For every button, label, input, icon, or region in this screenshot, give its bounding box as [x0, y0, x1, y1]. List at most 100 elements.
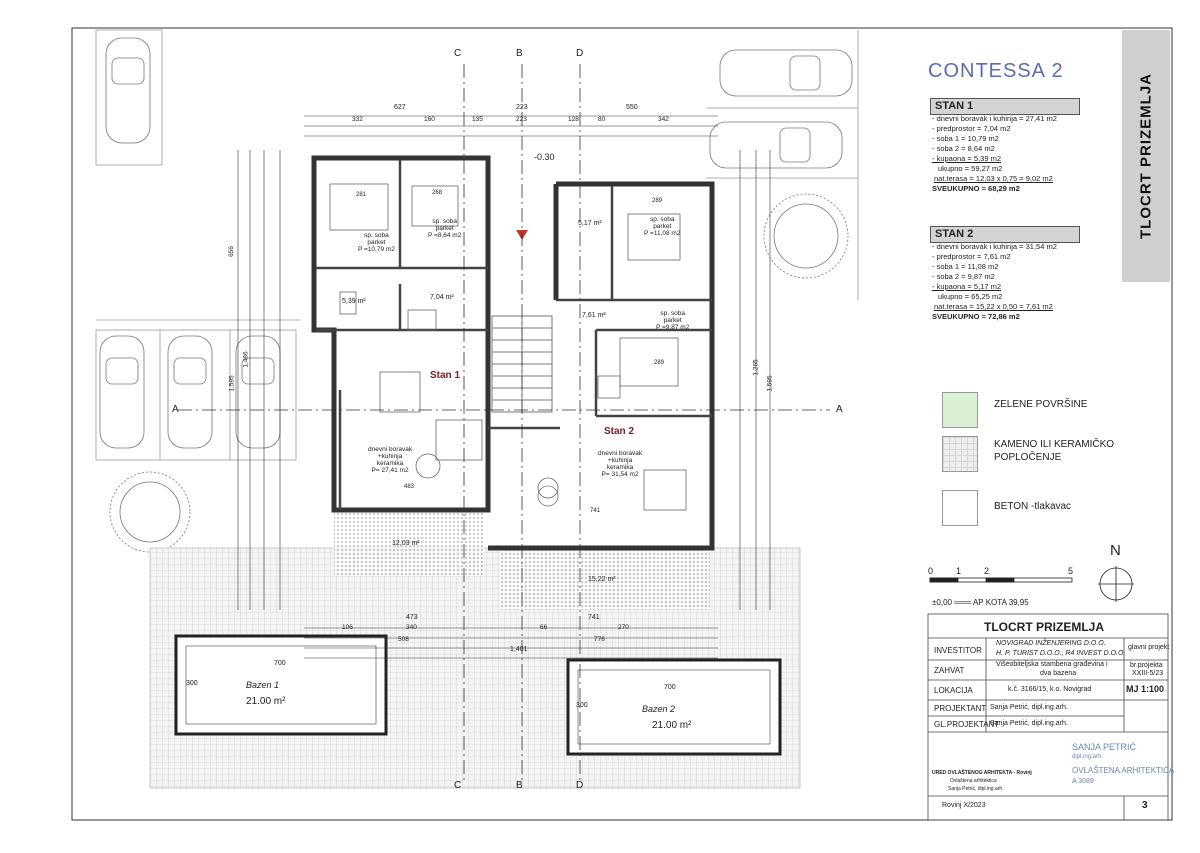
- pool-name: Bazen 1: [246, 680, 280, 690]
- stamp-name: SANJA PETRIĆ: [1072, 742, 1137, 752]
- room-dim: 741: [590, 508, 601, 514]
- tb-value: k.č. 3166/15, k.o. Novigrad: [1008, 686, 1092, 693]
- legend-swatch-green: [942, 392, 978, 428]
- tb-key: LOKACIJA: [934, 686, 973, 695]
- dim-label: 128: [568, 116, 579, 123]
- car-icon: [99, 37, 281, 449]
- ap-kota: ±0,00 ═══ AP KOTA 39,95: [932, 598, 1029, 607]
- car-icon: [709, 49, 853, 169]
- stan1-line: SVEUKUPNO = 68,29 m2: [932, 184, 1020, 193]
- stan2-line: - dnevni boravak i kuhinja = 31,54 m2: [932, 242, 1057, 251]
- area-label: 7,04 m²: [430, 294, 454, 301]
- dim-label: 1,595: [228, 375, 236, 392]
- stan1-line: - kupaona = 5,39 m2: [932, 154, 1002, 163]
- room-area: P =8,64 m2: [428, 232, 462, 239]
- tb-key: INVESTITOR: [934, 646, 982, 655]
- dim-label: 223: [516, 104, 528, 111]
- dim-label: 1,401: [510, 646, 528, 653]
- dim-label: 270: [618, 624, 629, 631]
- stamp-office: Ovlaštena arhitektica: [950, 778, 997, 784]
- tb-value: Višeobiteljska stambena građevina i: [996, 661, 1108, 668]
- dim-label: 508: [398, 636, 409, 643]
- dim-label: 627: [394, 104, 406, 111]
- tb-value: H. P. TURIST D.O.O., R4 INVEST D.O.O.: [996, 650, 1126, 657]
- stan2-line: - soba 2 = 9,87 m2: [932, 272, 995, 281]
- area-label: 5,39 m²: [342, 298, 366, 305]
- section-mark: D: [576, 48, 584, 59]
- stan2-line: ukupno = 65,25 m2: [938, 292, 1003, 301]
- room-floor: +kuhinja: [377, 453, 403, 460]
- room-label: sp. soba parket P =9,87 m2: [656, 310, 689, 331]
- stan2-line: - soba 1 = 11,08 m2: [932, 262, 999, 271]
- room-area: P =10,79 m2: [358, 246, 395, 253]
- title-block-heading: TLOCRT PRIZEMLJA: [984, 620, 1104, 634]
- pool-area: 21.00 m²: [652, 720, 692, 731]
- area-label: 7,61 m²: [582, 312, 606, 319]
- furniture: [329, 183, 687, 511]
- section-mark: A: [172, 404, 179, 415]
- stamp-title: dipl.ing.arh.: [1072, 754, 1104, 760]
- stamp-office: URED OVLAŠTENOG ARHITEKTA - Rovinj: [932, 770, 1032, 776]
- room-floor: parket: [435, 225, 454, 232]
- tb-side: XXIII-5/23: [1132, 670, 1164, 677]
- room-floor: keramika: [606, 464, 634, 471]
- dim-label: 223: [516, 116, 527, 123]
- section-lines: [178, 64, 830, 780]
- stan1-line: - dnevni boravak i kuhinja = 27,41 m2: [932, 114, 1057, 123]
- tree-icon: [109, 193, 849, 595]
- section-mark: A: [836, 404, 843, 415]
- project-title: CONTESSA 2: [928, 60, 1064, 82]
- dim-label: 1,595: [766, 375, 774, 392]
- scale-tick: 0: [928, 566, 934, 576]
- stan2-list: - dnevni boravak i kuhinja = 31,54 m2 - …: [932, 242, 1057, 322]
- stamp-no: A 3089: [1072, 778, 1094, 785]
- dim-label: 66: [540, 624, 548, 631]
- dim-label: 80: [598, 116, 606, 123]
- room-name: sp. soba: [432, 218, 457, 225]
- dim-label: 332: [352, 116, 363, 123]
- north-arrow-icon: [1098, 566, 1134, 602]
- stan1-line: - soba 2 = 8,64 m2: [932, 144, 995, 153]
- room-dim: 289: [654, 360, 665, 366]
- stan2-title: STAN 2: [930, 226, 1080, 243]
- scale-tick: 1: [956, 566, 962, 576]
- pool-area: 21.00 m²: [246, 696, 286, 707]
- area-label: 15,22 m²: [588, 576, 616, 583]
- legend-label: KAMENO ILI KERAMIČKO: [994, 439, 1115, 450]
- room-area: P= 31,54 m2: [601, 471, 639, 478]
- room-floor: parket: [653, 223, 672, 230]
- room-label: dnevni boravak +kuhinja keramika P= 31,5…: [598, 450, 642, 478]
- tb-date: Rovinj X/2023: [942, 802, 986, 809]
- area-label: 12,03 m²: [392, 540, 420, 547]
- section-mark: B: [516, 780, 523, 791]
- terrace-1: [334, 510, 484, 576]
- dim-label: 473: [406, 614, 418, 621]
- room-label: dnevni boravak +kuhinja keramika P= 27,4…: [368, 446, 412, 474]
- tb-value: dva bazena: [1040, 670, 1077, 677]
- room-label: sp. soba parket P =8,64 m2: [428, 218, 461, 239]
- section-mark: C: [454, 48, 462, 59]
- tb-key: GL.PROJEKTANT: [934, 720, 1000, 729]
- stan2-line: - kupaona = 5,17 m2: [932, 282, 1002, 291]
- elevation-label: -0.30: [534, 152, 555, 162]
- room-name: dnevni boravak: [598, 450, 643, 457]
- room-floor: parket: [367, 239, 386, 246]
- stan1-line: nat.terasa = 12,03 x 0,75 = 9,02 m2: [934, 174, 1053, 183]
- scale-bar: [929, 577, 1073, 583]
- dim-label: 106: [342, 624, 353, 631]
- room-dim: 289: [652, 198, 663, 204]
- stan1-line: ukupno = 59,27 m2: [938, 164, 1003, 173]
- dim-label: 776: [594, 636, 605, 643]
- section-mark: D: [576, 780, 584, 791]
- stan2-line: SVEUKUPNO = 72,86 m2: [932, 312, 1020, 321]
- parking-left: [95, 29, 300, 461]
- scale-tick: 5: [1068, 566, 1074, 576]
- unit-label: Stan 1: [430, 370, 461, 381]
- room-label: sp. soba parket P =11,08 m2: [644, 216, 680, 237]
- dim-label: 340: [406, 624, 417, 631]
- room-name: dnevni boravak: [368, 446, 413, 453]
- room-dim: 281: [356, 192, 367, 198]
- dim-label: 1,265: [752, 359, 760, 376]
